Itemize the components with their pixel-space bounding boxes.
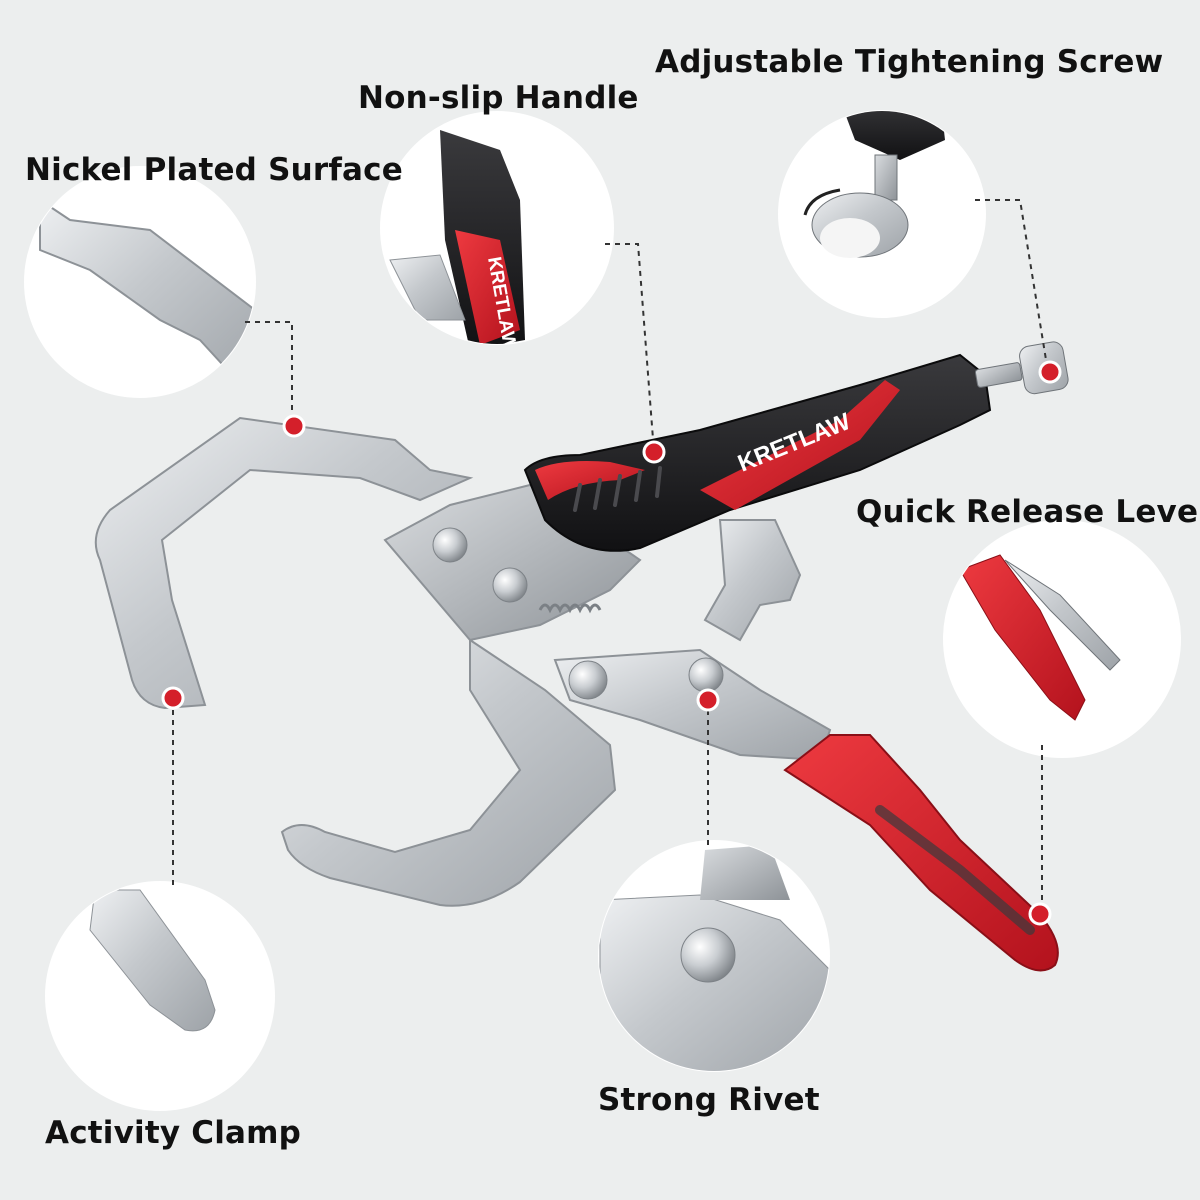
- spring: [538, 603, 602, 614]
- rivet-3: [568, 660, 608, 700]
- marker-dots: [161, 360, 1062, 926]
- label-adjustable-screw: Adjustable Tightening Screw: [655, 44, 1164, 80]
- release-hook: [703, 519, 802, 642]
- callout-lever: [943, 520, 1181, 758]
- red-lower-handle: [783, 734, 1059, 972]
- label-strong-rivet: Strong Rivet: [598, 1082, 820, 1118]
- callout-handle: KRETLAW: [380, 111, 614, 345]
- callout-rivet: [598, 840, 830, 1072]
- label-activity-clamp: Activity Clamp: [45, 1115, 302, 1151]
- rivet-1: [432, 527, 468, 563]
- label-quick-release: Quick Release Lever: [856, 494, 1200, 530]
- callout-nickel: [24, 166, 256, 398]
- upper-c-jaw: [94, 416, 474, 710]
- screw-thread: [974, 362, 1023, 388]
- leader-lines: [172, 199, 1049, 912]
- rivet-2: [492, 567, 528, 603]
- label-non-slip-handle: Non-slip Handle: [358, 80, 639, 116]
- rivet-4: [688, 657, 724, 693]
- label-nickel-plated: Nickel Plated Surface: [25, 152, 403, 188]
- lower-c-jaw: [280, 638, 617, 907]
- callout-clamp: [45, 881, 275, 1111]
- callout-screw: [778, 110, 986, 318]
- c-clamp-pliers: KRETLAW: [94, 341, 1069, 972]
